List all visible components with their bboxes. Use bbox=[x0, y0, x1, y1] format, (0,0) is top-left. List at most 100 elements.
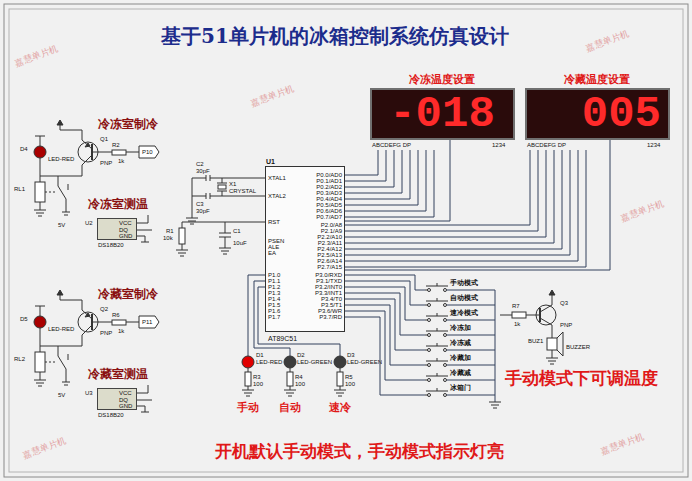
wire-line bbox=[36, 213, 44, 214]
wire-line bbox=[126, 152, 139, 153]
component-label: Q1 bbox=[100, 136, 108, 142]
button-symbol bbox=[437, 298, 438, 301]
ground-symbol bbox=[242, 390, 254, 391]
pin-label: P2.6/A14 bbox=[317, 258, 342, 264]
ground-symbol bbox=[288, 396, 292, 397]
pin-label: P3.5/T1 bbox=[321, 302, 342, 308]
pin-label: EA bbox=[268, 250, 276, 256]
display-panel: 冷藏温度设置005 bbox=[525, 88, 670, 140]
net-label: P11 bbox=[142, 319, 152, 325]
pin-label: P1.1 bbox=[268, 278, 280, 284]
wire-line bbox=[222, 191, 223, 196]
wire-line bbox=[447, 395, 496, 396]
component-symbol bbox=[35, 182, 45, 202]
bus-connector bbox=[345, 140, 450, 221]
component-label: PNP bbox=[100, 330, 112, 336]
mode-label: 速冷 bbox=[329, 402, 351, 413]
pin-label: RST bbox=[268, 219, 280, 225]
bus-connector bbox=[345, 140, 610, 270]
button-symbol bbox=[437, 388, 438, 391]
wire-line bbox=[552, 350, 553, 358]
wire-line bbox=[550, 364, 554, 365]
pin-label: P3.6/WR bbox=[318, 308, 342, 314]
component-label: 10k bbox=[163, 235, 173, 241]
symbol-mark bbox=[85, 143, 90, 147]
display-pin-label: 1234 bbox=[647, 142, 660, 148]
sensor-chip: U3VCCDQGNDDS18B20 bbox=[97, 388, 137, 410]
resistor-symbol bbox=[337, 372, 343, 386]
component-label: R6 bbox=[112, 312, 120, 318]
pin-label: P1.7 bbox=[268, 314, 280, 320]
wire-line bbox=[225, 237, 226, 248]
mode-label: 自动 bbox=[279, 402, 301, 413]
component-label: 1k bbox=[118, 158, 124, 164]
component-label: R7 bbox=[512, 303, 520, 309]
component-label: 1k bbox=[118, 328, 124, 334]
ground-symbol bbox=[334, 390, 346, 391]
wire-line bbox=[495, 290, 496, 402]
part-value: AT89C51 bbox=[268, 335, 297, 342]
wire-line bbox=[345, 150, 434, 217]
wire-line bbox=[345, 150, 378, 175]
button-symbol bbox=[444, 304, 447, 307]
component-symbol bbox=[218, 185, 226, 189]
button-label: 自动模式 bbox=[450, 294, 478, 301]
component-label: 1k bbox=[514, 321, 520, 327]
wire-line bbox=[223, 254, 227, 255]
component-label: D5 bbox=[20, 316, 28, 322]
pin-label: P0.1/AD1 bbox=[316, 178, 342, 184]
wire-line bbox=[546, 358, 558, 359]
pin-label: VCC bbox=[119, 220, 132, 226]
button-label: 冷藏减 bbox=[450, 369, 471, 376]
display-panel: 冷冻温度设置-018 bbox=[370, 88, 515, 140]
pin-label: P0.6/AD6 bbox=[316, 208, 342, 214]
component-label: PNP bbox=[100, 160, 112, 166]
pin-label: VCC bbox=[119, 390, 132, 396]
wire-line bbox=[66, 199, 67, 212]
part-value: DS18B20 bbox=[98, 412, 124, 418]
button-symbol bbox=[437, 328, 438, 331]
wire-line bbox=[540, 305, 552, 312]
drive-circuit bbox=[34, 120, 159, 242]
pin-label: P1.0 bbox=[268, 272, 280, 278]
component-symbol bbox=[536, 305, 556, 325]
wire-line bbox=[345, 150, 562, 249]
wire-line bbox=[345, 150, 538, 231]
button-symbol bbox=[444, 334, 447, 337]
wire-line bbox=[557, 332, 563, 356]
display-digits: -018 bbox=[389, 92, 495, 136]
component-label: BUZZER bbox=[566, 344, 590, 350]
wire-line bbox=[345, 150, 386, 181]
component-label: 100 bbox=[295, 381, 305, 387]
pin-label: P2.4/A12 bbox=[317, 246, 342, 252]
pin-label: P0.3/AD3 bbox=[316, 190, 342, 196]
button-label: 速冷模式 bbox=[450, 309, 478, 316]
watermark: 嘉慧单片机 bbox=[620, 200, 665, 224]
ground-symbol bbox=[336, 393, 344, 394]
wire-line bbox=[447, 380, 496, 381]
wire-line bbox=[340, 368, 341, 372]
wire-line bbox=[217, 183, 227, 184]
button-symbol bbox=[444, 289, 447, 292]
button-symbol bbox=[437, 343, 438, 346]
pin-label: P1.6 bbox=[268, 308, 280, 314]
resistor-symbol bbox=[245, 372, 251, 386]
ground-symbol bbox=[493, 408, 497, 409]
component-label: R2 bbox=[112, 142, 120, 148]
component-label: LED-RED bbox=[48, 156, 74, 162]
button-symbol bbox=[428, 394, 431, 397]
watermark: 嘉慧单片机 bbox=[250, 85, 295, 109]
component-label: PNP bbox=[560, 322, 572, 328]
component-label: 30pF bbox=[196, 168, 210, 174]
pin-label: XTAL2 bbox=[268, 193, 286, 199]
pin-label: GND bbox=[119, 403, 132, 409]
watermark: 嘉慧单片机 bbox=[600, 433, 645, 457]
button-symbol bbox=[428, 349, 431, 352]
part-value: DS18B20 bbox=[98, 242, 124, 248]
wire-line bbox=[64, 215, 68, 216]
wire-line bbox=[186, 218, 198, 219]
wire-line bbox=[60, 124, 82, 140]
pin-label: P2.0/A8 bbox=[321, 222, 342, 228]
wire-line bbox=[248, 368, 249, 372]
